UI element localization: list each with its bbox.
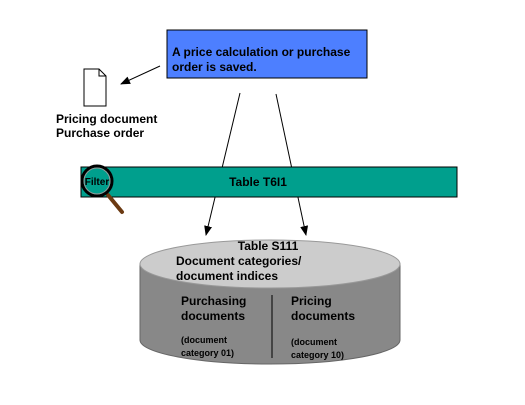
pricing-name-line1: Pricing <box>291 294 332 308</box>
purchasing-note-line1: (document <box>181 335 227 345</box>
pricing-note-line2: category 10) <box>291 350 344 360</box>
table-s111-title: Table S111 <box>238 239 299 253</box>
cylinder-side <box>139 263 401 365</box>
table-s111-cylinder <box>139 239 401 365</box>
table-s111-subtitle-line1: Document categories/ <box>176 254 302 268</box>
pricing-note-line1: (document <box>291 337 337 347</box>
event-box: A price calculation or purchase order is… <box>166 29 368 79</box>
event-box-rect <box>166 29 368 79</box>
document-icon <box>83 68 107 107</box>
event-box-line2: order is saved. <box>172 60 257 74</box>
arrow-to-pricing <box>275 93 309 236</box>
document-label-line2: Purchase order <box>56 126 144 140</box>
filter-magnifier-icon <box>80 164 124 214</box>
arrow-to-document <box>120 65 161 85</box>
document-label-line1: Pricing document <box>56 112 157 126</box>
event-box-line1: A price calculation or purchase <box>172 45 351 59</box>
filter-label: Filter <box>85 177 110 188</box>
table-t6i1-rect <box>80 166 458 198</box>
cylinder-top <box>139 239 401 289</box>
table-t6i1-bar: Table T6I1 <box>80 166 458 198</box>
purchasing-note-line2: category 01) <box>181 348 234 358</box>
purchasing-name-line2: documents <box>181 309 245 323</box>
purchasing-name-line1: Purchasing <box>181 294 246 308</box>
table-t6i1-label: Table T6I1 <box>229 175 287 189</box>
arrow-to-purchasing <box>204 92 241 236</box>
pricing-name-line2: documents <box>291 309 355 323</box>
table-s111-subtitle-line2: document indices <box>176 269 278 283</box>
